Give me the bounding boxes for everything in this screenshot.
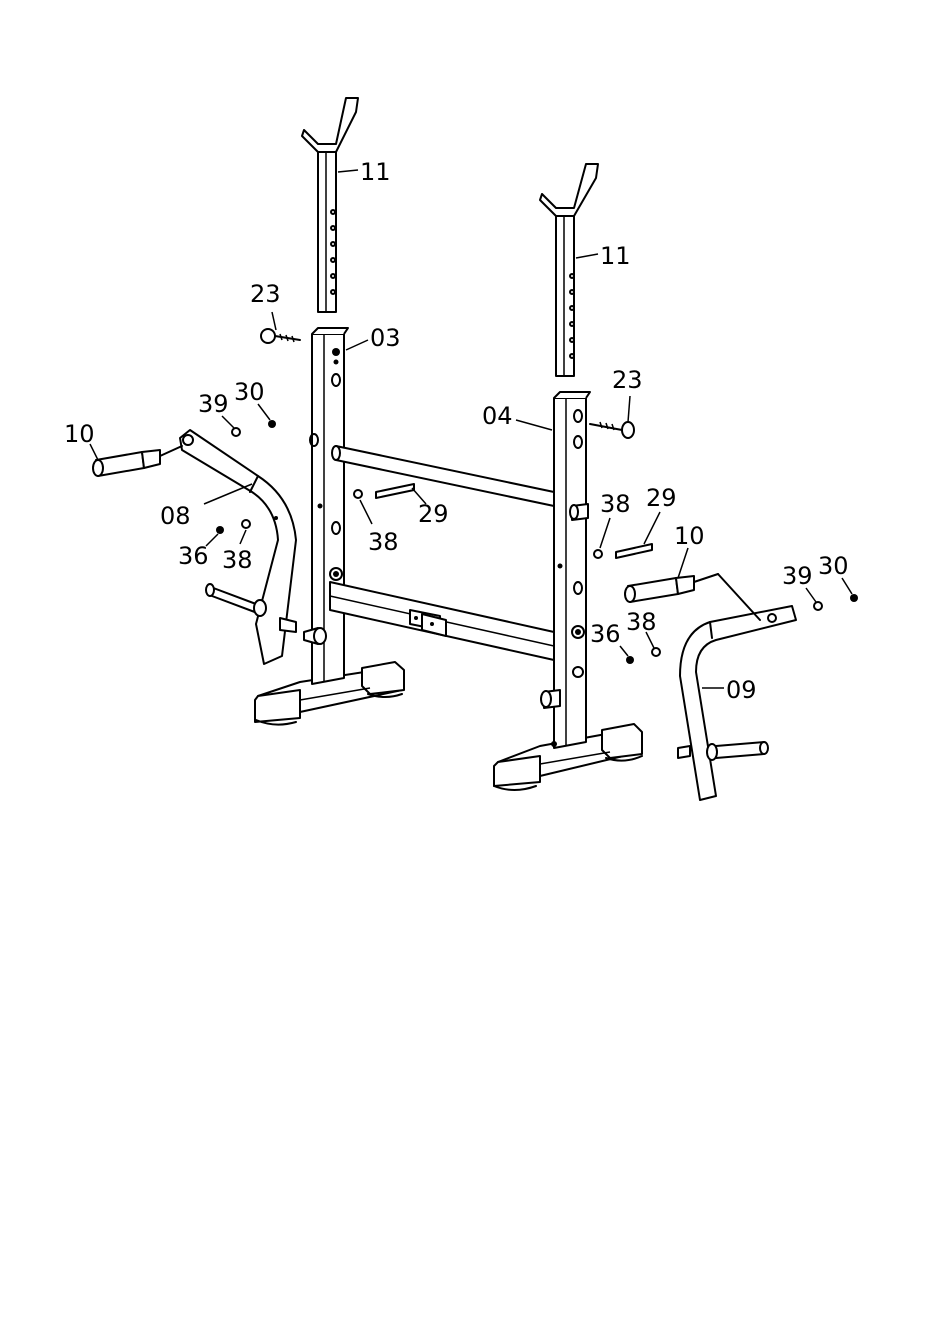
label-10-left: 10 (64, 420, 95, 448)
top-crossbar (332, 446, 554, 506)
label-10-right: 10 (674, 522, 705, 550)
label-38-left: 38 (222, 546, 253, 574)
leader-lines (90, 170, 852, 688)
label-08: 08 (160, 502, 191, 530)
label-11-right: 11 (600, 242, 631, 270)
left-grip-10 (93, 446, 182, 476)
left-upper-tube-11 (302, 98, 358, 312)
label-38-right-lower: 38 (626, 608, 657, 636)
label-04: 04 (482, 402, 513, 430)
label-36-left: 36 (178, 542, 209, 570)
label-30-right: 30 (818, 552, 849, 580)
label-11-left: 11 (360, 158, 391, 186)
left-knob-23 (261, 329, 300, 343)
right-upright-assembly (494, 392, 642, 790)
label-38-right-upper: 38 (600, 490, 631, 518)
label-38-center: 38 (368, 528, 399, 556)
label-36-right: 36 (590, 620, 621, 648)
left-plate-stub (304, 628, 326, 644)
label-09: 09 (726, 676, 757, 704)
label-39-right: 39 (782, 562, 813, 590)
label-23-right: 23 (612, 366, 643, 394)
right-knob-23 (590, 422, 634, 438)
label-30-left: 30 (234, 378, 265, 406)
right-upper-tube-11 (540, 164, 598, 376)
label-03: 03 (370, 324, 401, 352)
label-29-right: 29 (646, 484, 677, 512)
label-29-center: 29 (418, 500, 449, 528)
lower-connecting-frame (330, 582, 554, 660)
label-39-left: 39 (198, 390, 229, 418)
label-23-left: 23 (250, 280, 281, 308)
